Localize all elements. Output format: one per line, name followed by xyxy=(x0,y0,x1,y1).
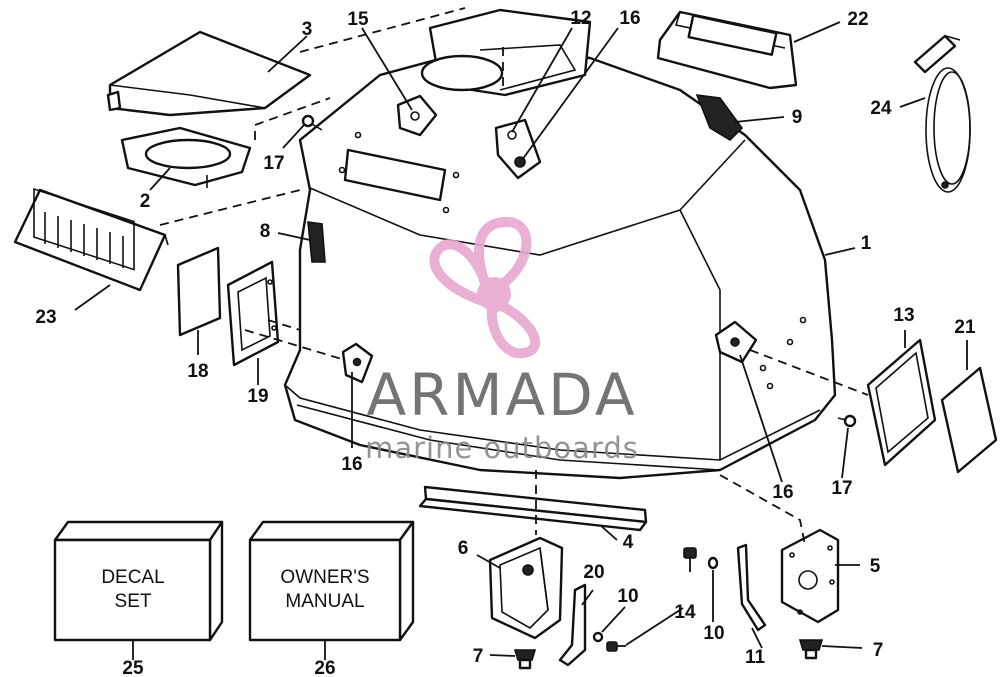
bracket-part-12-16 xyxy=(494,118,542,180)
engine-cover-part-1 xyxy=(283,8,837,480)
label-14: 14 xyxy=(674,602,696,623)
grommet-part-7-right xyxy=(798,639,824,660)
plate-part-19 xyxy=(226,260,280,367)
washer-part-10-upper xyxy=(707,556,719,570)
plate-part-18 xyxy=(176,246,222,337)
label-24: 24 xyxy=(870,98,892,119)
label-10-right: 10 xyxy=(703,623,724,644)
label-22: 22 xyxy=(847,9,868,30)
screw-part-17-right xyxy=(837,414,857,428)
label-18: 18 xyxy=(187,361,208,382)
decal-box-line1: DECAL xyxy=(101,567,164,588)
seal-strip-part-4 xyxy=(418,485,648,532)
label-20: 20 xyxy=(583,562,604,583)
label-11: 11 xyxy=(745,647,766,668)
watermark-tagline: marine outboards xyxy=(365,431,639,465)
washer-part-10-lower xyxy=(592,631,604,643)
grill-part-22 xyxy=(656,10,798,90)
label-6: 6 xyxy=(458,538,469,559)
decal-set-box: DECAL SET xyxy=(53,520,224,642)
propeller-logo-icon xyxy=(429,216,541,359)
bracket-part-16-right xyxy=(714,320,758,364)
bracket-part-16-left xyxy=(341,342,374,384)
seal-part-9 xyxy=(695,94,744,142)
label-3: 3 xyxy=(302,19,313,40)
assembly-lines xyxy=(159,7,869,546)
plate-part-21 xyxy=(940,366,998,474)
bracket-part-6 xyxy=(488,536,564,640)
label-7-left: 7 xyxy=(473,646,484,667)
armada-watermark: ARMADA marine outboards xyxy=(365,216,639,465)
screw-part-10 xyxy=(606,641,626,652)
label-4: 4 xyxy=(623,532,634,553)
label-16-right: 16 xyxy=(772,482,793,503)
watermark-brand: ARMADA xyxy=(366,361,637,429)
label-8: 8 xyxy=(260,221,271,242)
label-1: 1 xyxy=(861,233,872,254)
label-17-top: 17 xyxy=(263,153,284,174)
ring-part-2 xyxy=(120,126,252,188)
seal-part-8 xyxy=(307,221,326,263)
grill-part-23 xyxy=(13,187,169,292)
label-16-left: 16 xyxy=(341,454,362,475)
label-7-right: 7 xyxy=(873,640,884,661)
plate-part-13 xyxy=(866,338,937,467)
plate-part-5 xyxy=(780,528,840,624)
cable-part-24 xyxy=(913,34,971,193)
label-23: 23 xyxy=(35,307,56,328)
label-26: 26 xyxy=(314,658,335,677)
manual-box-line2: MANUAL xyxy=(285,591,364,612)
owners-manual-box: OWNER'S MANUAL xyxy=(248,520,415,642)
label-15: 15 xyxy=(347,9,369,30)
label-9: 9 xyxy=(792,107,803,128)
bolt-part-14 xyxy=(683,547,697,572)
label-2: 2 xyxy=(140,191,151,212)
label-19: 19 xyxy=(247,386,268,407)
grommet-part-7-left xyxy=(513,649,537,670)
label-10-left: 10 xyxy=(617,586,638,607)
label-12: 12 xyxy=(570,8,591,29)
label-16-top: 16 xyxy=(619,8,640,29)
leader-lines xyxy=(74,21,968,660)
decal-box-line2: SET xyxy=(115,591,152,612)
label-5: 5 xyxy=(870,556,881,577)
manual-box-line1: OWNER'S xyxy=(280,567,369,588)
label-25: 25 xyxy=(122,658,144,677)
clip-part-20 xyxy=(558,583,587,667)
screw-part-17-top xyxy=(301,114,323,131)
label-13: 13 xyxy=(893,305,914,326)
top-cap-part-3 xyxy=(106,30,312,117)
bracket-part-15 xyxy=(396,94,438,137)
part-numbers: 3 2 15 12 16 22 24 9 17 8 1 23 18 19 16 … xyxy=(35,8,976,677)
label-21: 21 xyxy=(954,317,976,338)
bracket-part-11 xyxy=(736,543,767,632)
label-17-right: 17 xyxy=(831,478,852,499)
